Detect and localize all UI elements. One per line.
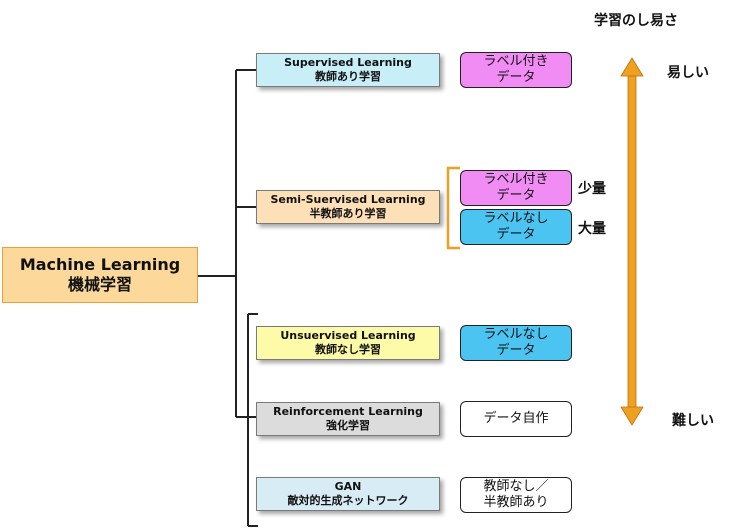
machine-learning-box: Machine Learning 機械学習 (2, 247, 198, 303)
category-reinforcement: Reinforcement Learning 強化学習 (256, 402, 440, 436)
category-supervised: Supervised Learning 教師あり学習 (256, 53, 440, 87)
data-box-gan-type: 教師なし／ 半教師あり (460, 477, 572, 513)
category-label-jp: 敵対的生成ネットワーク (287, 494, 409, 507)
data-box-line2: 半教師あり (483, 495, 549, 510)
amount-large-label: 大量 (578, 221, 606, 237)
hard-label: 難しい (672, 413, 714, 429)
data-box-line2: データ (496, 343, 536, 358)
data-box-labeled: ラベル付き データ (460, 52, 572, 88)
category-label-jp: 半教師あり学習 (309, 207, 387, 220)
data-box-line1: データ自作 (483, 410, 549, 426)
category-label-en: Supervised Learning (284, 56, 412, 70)
data-box-labeled-small: ラベル付き データ (460, 170, 572, 206)
category-unsupervised: Unsuervised Learning 教師なし学習 (256, 326, 440, 360)
data-box-line1: ラベルなし (483, 326, 549, 342)
tree-lines (198, 69, 258, 527)
category-label-en: Unsuervised Learning (280, 329, 416, 343)
difficulty-arrow (620, 57, 644, 426)
category-semi-supervised: Semi-Suervised Learning 半教師あり学習 (256, 190, 440, 224)
data-box-line1: ラベル付き (483, 171, 549, 187)
category-gan: GAN 敵対的生成ネットワーク (256, 477, 440, 511)
category-label-jp: 強化学習 (326, 419, 370, 432)
data-box-unlabeled: ラベルなし データ (460, 325, 572, 361)
category-label-jp: 教師なし学習 (315, 343, 381, 356)
root-title-jp: 機械学習 (67, 275, 132, 294)
data-box-line1: 教師なし／ (483, 478, 549, 494)
category-label-en: Reinforcement Learning (273, 405, 423, 419)
easy-label: 易しい (667, 65, 709, 81)
data-box-self-generated: データ自作 (460, 401, 572, 437)
data-box-line2: データ (496, 70, 536, 85)
data-box-line1: ラベルなし (483, 210, 549, 226)
category-label-en: GAN (334, 480, 362, 494)
data-box-line1: ラベル付き (483, 53, 549, 69)
category-label-jp: 教師あり学習 (315, 70, 381, 83)
ease-of-learning-title: 学習のし易さ (594, 13, 678, 29)
data-box-unlabeled-large: ラベルなし データ (460, 209, 572, 245)
category-label-en: Semi-Suervised Learning (270, 193, 426, 207)
data-box-line2: データ (496, 227, 536, 242)
root-title-en: Machine Learning (19, 255, 181, 274)
semi-supervised-bracket (446, 166, 460, 250)
amount-small-label: 少量 (578, 181, 606, 197)
data-box-line2: データ (496, 188, 536, 203)
